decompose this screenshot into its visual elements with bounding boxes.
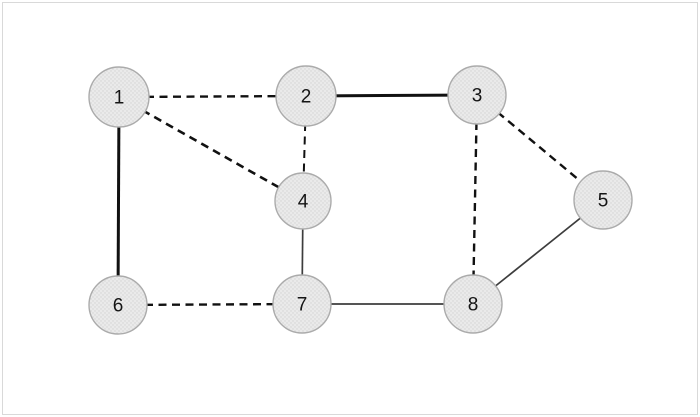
node-label-4: 4 [298, 192, 309, 213]
node-2: 2 [275, 65, 337, 127]
node-5: 5 [573, 170, 633, 230]
node-circle-5 [573, 170, 633, 230]
edge-3-8-dashed [471, 94, 479, 305]
node-circle-3 [447, 65, 507, 125]
node-6: 6 [88, 275, 148, 335]
node-label-6: 6 [113, 296, 124, 317]
edge-1-4-dashed [118, 95, 304, 203]
node-label-3: 3 [472, 86, 483, 107]
edge-1-2-dashed [118, 94, 307, 99]
node-label-2: 2 [301, 87, 312, 108]
node-label-1: 1 [114, 88, 125, 109]
edge-6-7-dashed [117, 302, 303, 307]
node-label-7: 7 [297, 295, 308, 316]
node-circle-6 [88, 275, 148, 335]
node-circle-7 [272, 274, 332, 334]
node-label-5: 5 [598, 191, 609, 212]
node-label-8: 8 [468, 295, 479, 316]
node-circle-1 [88, 66, 150, 128]
node-circle-8 [443, 274, 503, 334]
node-circle-4 [274, 172, 332, 230]
node-3: 3 [447, 65, 507, 125]
node-8: 8 [443, 274, 503, 334]
node-4: 4 [274, 172, 332, 230]
node-circle-2 [275, 65, 337, 127]
edge-1-6-solid [116, 96, 121, 306]
node-1: 1 [88, 66, 150, 128]
node-7: 7 [272, 274, 332, 334]
